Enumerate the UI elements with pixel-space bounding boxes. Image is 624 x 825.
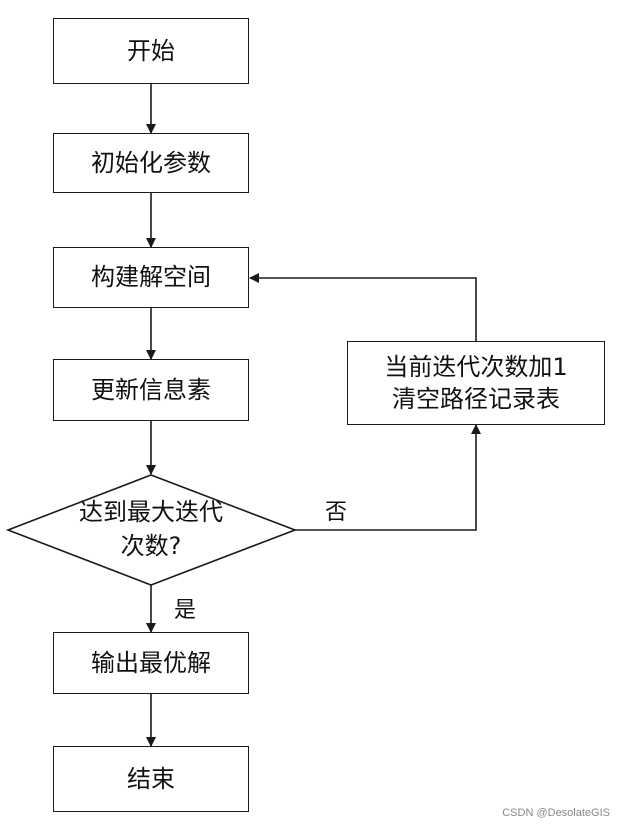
- end-node: 结束: [53, 746, 249, 812]
- build-space-node: 构建解空间: [53, 247, 249, 308]
- output-node: 输出最优解: [53, 632, 249, 694]
- yes-edge-label: 是: [174, 598, 197, 623]
- update-pheromone-node: 更新信息素: [53, 359, 249, 421]
- watermark: CSDN @DesolateGIS: [502, 807, 610, 819]
- arrow-no-to-loop: [295, 424, 481, 531]
- end-label: 结束: [127, 764, 175, 793]
- decision-label-line2: 次数?: [120, 531, 182, 560]
- no-edge-label: 否: [325, 500, 348, 525]
- loop-node: 当前迭代次数加1 清空路径记录表: [347, 341, 605, 425]
- init-params-node: 初始化参数: [53, 133, 249, 193]
- decision-label-line1: 达到最大迭代: [79, 498, 223, 526]
- arrow-loop-to-build: [249, 273, 477, 341]
- loop-label-line1: 当前迭代次数加1: [384, 352, 568, 381]
- init-params-label: 初始化参数: [91, 148, 211, 177]
- start-node: 开始: [53, 18, 249, 84]
- loop-label-line2: 清空路径记录表: [392, 385, 560, 413]
- decision-text: 达到最大迭代 次数?: [40, 496, 262, 563]
- update-pheromone-label: 更新信息素: [91, 375, 211, 404]
- build-space-label: 构建解空间: [91, 263, 211, 292]
- output-label: 输出最优解: [91, 648, 211, 677]
- start-label: 开始: [127, 36, 175, 65]
